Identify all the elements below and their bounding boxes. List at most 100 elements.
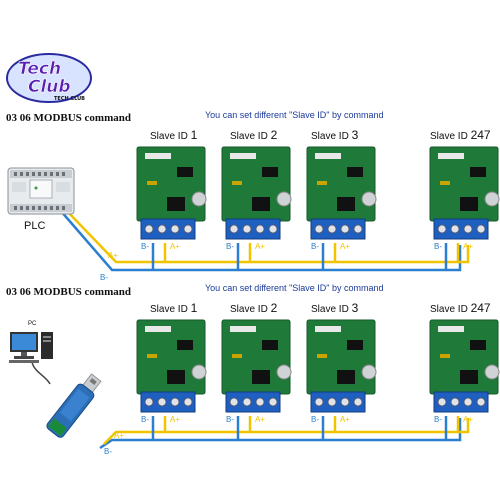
section-2-board-1-screw-2 [157, 397, 167, 407]
plc-label: PLC [24, 220, 46, 232]
section-2-board-4-capacitor [484, 364, 500, 380]
section-2-board-3-chip-b [337, 370, 355, 384]
section-1-board-1-terminal-block [140, 218, 196, 240]
section-2-slave-1-label: Slave ID 1 [150, 301, 198, 315]
section-2-board-1-resistor [147, 354, 157, 358]
section-2-board-4-chip-b [460, 370, 478, 384]
section-1-board-3-resistor [317, 181, 327, 185]
section-1-board-3-silk-label [315, 153, 341, 159]
section-2-bus-b-wire [99, 418, 462, 450]
section-2-slave-3-label: Slave ID 3 [311, 301, 359, 315]
section-1-board-3-a-label: A+ [340, 242, 350, 251]
section-1-board-3-screw-2 [327, 224, 337, 234]
section-1-board-4-resistor [440, 181, 450, 185]
section-2-board-3-terminal-block [310, 391, 366, 413]
section-1-board-3-chip-a [347, 167, 363, 177]
section-2-board-2-screw-3 [255, 397, 265, 407]
section-1-board-2-screw-4 [268, 224, 278, 234]
pc-label: PC [28, 321, 37, 327]
section-2-board-1-a-label: A+ [170, 415, 180, 424]
section-1-board-3-b-label: B- [311, 242, 319, 251]
section-2-board-2-terminal-block [225, 391, 281, 413]
section-2-slave-2-label: Slave ID 2 [230, 301, 278, 315]
section-1-bus-b-wire [59, 209, 462, 272]
section-1-heading: 03 06 MODBUS command [6, 112, 131, 124]
section-1-board-2-chip-a [262, 167, 278, 177]
section-1-board-1-silk-label [145, 153, 171, 159]
section-1-board-2-screw-3 [255, 224, 265, 234]
section-1-board-1-chip-b [167, 197, 185, 211]
section-2-board-3-screw-2 [327, 397, 337, 407]
section-1-board-1-resistor [147, 181, 157, 185]
section-2-bus-a-wire [103, 418, 470, 445]
section-2-board-1-terminal-block [140, 391, 196, 413]
section-2-board-2-screw-2 [242, 397, 252, 407]
section-2-board-4-terminal-block [433, 391, 489, 413]
section-2-board-2-screw-4 [268, 397, 278, 407]
section-2-board-4-screw-4 [476, 397, 486, 407]
section-2-note: You can set different "Slave ID" by comm… [205, 283, 384, 293]
section-2-board-1-chip-b [167, 370, 185, 384]
section-1-slave-2-label: Slave ID 2 [230, 128, 278, 142]
section-2-board-1-screw-3 [170, 397, 180, 407]
section-1-board-1-screw-1 [144, 224, 154, 234]
section-1-board-4-screw-2 [450, 224, 460, 234]
plc-icon [7, 167, 75, 215]
section-1-bus-a-wire [65, 209, 470, 264]
section-1-board-4-silk-label [438, 153, 464, 159]
section-2-board-4-a-label: A+ [463, 415, 473, 424]
section-1-board-2-capacitor [276, 191, 292, 207]
section-2-board-2-resistor [232, 354, 242, 358]
section-1-board-4-a-label: A+ [463, 242, 473, 251]
section-1-board-3-capacitor [361, 191, 377, 207]
usb-rs485-adapter-icon [46, 373, 102, 438]
section-2-board-4-b-label: B- [434, 415, 442, 424]
section-1-board-2-screw-2 [242, 224, 252, 234]
section-2-board-2-capacitor [276, 364, 292, 380]
section-1-board-4-chip-b [460, 197, 478, 211]
section-2-board-1-b-label: B- [141, 415, 149, 424]
section-1-slave-1-label: Slave ID 1 [150, 128, 198, 142]
section-2-board-4-screw-3 [463, 397, 473, 407]
section-2-board-3-screw-4 [353, 397, 363, 407]
section-2-board-3-screw-1 [314, 397, 324, 407]
section-2-master-b-label: B- [104, 447, 112, 456]
section-1-board-3-terminal-block [310, 218, 366, 240]
pc-icon [9, 332, 53, 363]
section-1-board-1-chip-a [177, 167, 193, 177]
section-1-board-1-b-label: B- [141, 242, 149, 251]
section-1-board-4-screw-4 [476, 224, 486, 234]
section-2-board-3-silk-label [315, 326, 341, 332]
section-1-board-1-screw-3 [170, 224, 180, 234]
section-1-board-3-screw-3 [340, 224, 350, 234]
section-1-board-2-resistor [232, 181, 242, 185]
section-1-board-4-screw-3 [463, 224, 473, 234]
section-2-board-2-chip-b [252, 370, 270, 384]
section-1-note: You can set different "Slave ID" by comm… [205, 110, 384, 120]
section-2-board-3-resistor [317, 354, 327, 358]
section-1-board-2-a-label: A+ [255, 242, 265, 251]
section-2-board-3-capacitor [361, 364, 377, 380]
section-1-board-4-chip-a [470, 167, 486, 177]
section-1-board-1-a-label: A+ [170, 242, 180, 251]
section-1-board-3-chip-b [337, 197, 355, 211]
section-2-heading: 03 06 MODBUS command [6, 286, 131, 298]
section-2-board-4-screw-2 [450, 397, 460, 407]
logo-text-line1: Tech [18, 59, 61, 79]
section-1-board-4-screw-1 [437, 224, 447, 234]
section-1-board-2-chip-b [252, 197, 270, 211]
section-1-board-1-screw-2 [157, 224, 167, 234]
section-1-board-3-screw-4 [353, 224, 363, 234]
section-1-board-2-terminal-block [225, 218, 281, 240]
section-2-board-4-silk-label [438, 326, 464, 332]
section-2-board-3-screw-3 [340, 397, 350, 407]
section-2-board-2-silk-label [230, 326, 256, 332]
section-1-board-4-capacitor [484, 191, 500, 207]
logo-text-line2: Club [28, 77, 71, 97]
section-2-board-2-b-label: B- [226, 415, 234, 424]
section-1-board-3-screw-1 [314, 224, 324, 234]
section-2-slave-247-label: Slave ID 247 [430, 301, 491, 315]
section-1-board-1-screw-4 [183, 224, 193, 234]
section-1-master-a-label: A+ [108, 251, 118, 260]
section-1-slave-3-label: Slave ID 3 [311, 128, 359, 142]
